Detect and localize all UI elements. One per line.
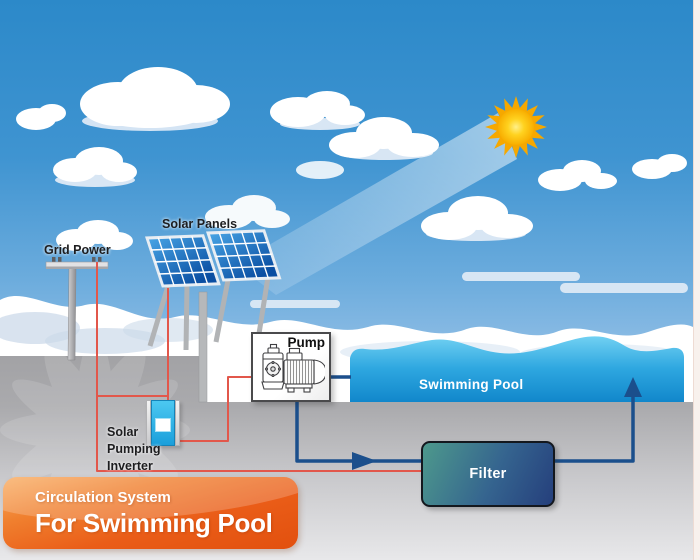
cloud-icon (296, 161, 344, 179)
cloud-icon (205, 195, 290, 229)
inverter-screen (155, 418, 171, 432)
inverter-rail-right (175, 400, 180, 446)
flow-arrow-up-icon (624, 377, 642, 397)
banner-title: For Swimming Pool (35, 508, 273, 538)
utility-pole-icon (45, 257, 109, 361)
sun-beam (236, 113, 517, 295)
cloud-icon (80, 67, 230, 131)
filter-box: Filter (421, 441, 555, 507)
cloud-icon (421, 196, 533, 241)
cloud-icon (270, 91, 365, 130)
pump-label: Pump (287, 335, 325, 350)
inverter-box (146, 400, 180, 446)
filter-label: Filter (469, 466, 507, 482)
solar-panel-icon (145, 234, 221, 288)
flow-arrow-right-icon (352, 452, 377, 470)
pump-box: Pump (251, 332, 331, 402)
cloud-icon (329, 117, 439, 160)
sun-icon (485, 96, 547, 158)
title-banner: Circulation System For Swimming Pool (3, 477, 298, 549)
cloud-icon (16, 104, 66, 130)
water-pipe (295, 375, 635, 463)
solar-panel-stand (147, 276, 271, 351)
solar-panel-post (198, 291, 208, 403)
right-border-strip (693, 0, 700, 560)
pump-icon (261, 343, 325, 393)
inverter-body (151, 400, 175, 446)
cloud-icon (53, 147, 137, 187)
solar-panels-label: Solar Panels (162, 217, 238, 231)
grid-power-label: Grid Power (44, 243, 111, 257)
inverter-label: Solar Pumping Inverter (107, 425, 161, 473)
swimming-pool-shape (350, 336, 684, 402)
swimming-pool-label: Swimming Pool (419, 377, 524, 392)
cloud-icon (632, 154, 687, 179)
power-wire (96, 262, 422, 472)
banner-text: Circulation System For Swimming Pool (35, 489, 273, 539)
cloud-icon (56, 220, 133, 251)
streak-clouds (250, 272, 688, 308)
solar-panel-icon (206, 229, 282, 282)
inverter-rail-left (146, 400, 151, 446)
cloud-icon (538, 160, 617, 191)
banner-subtitle: Circulation System (35, 489, 171, 506)
